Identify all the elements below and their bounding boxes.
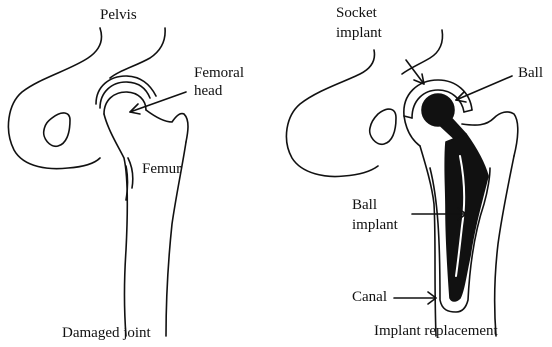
caption-damaged-joint: Damaged joint — [62, 324, 151, 342]
label-femur: Femur — [142, 160, 181, 178]
right-canal-arrow — [394, 292, 436, 304]
caption-implant-replacement: Implant replacement — [374, 322, 498, 340]
label-canal: Canal — [352, 288, 387, 306]
label-ball-implant-line1: Ball — [352, 196, 377, 214]
right-ball-arrow — [456, 76, 512, 102]
label-socket-implant-line1: Socket — [336, 4, 377, 22]
label-femoral-head-line1: Femoral — [194, 64, 244, 82]
label-socket-implant-line2: implant — [336, 24, 382, 42]
right-pelvis — [286, 30, 442, 176]
label-ball: Ball — [518, 64, 543, 82]
label-pelvis: Pelvis — [100, 6, 137, 24]
left-femur — [96, 76, 188, 336]
label-ball-implant-line2: implant — [352, 216, 398, 234]
label-femoral-head-line2: head — [194, 82, 222, 100]
